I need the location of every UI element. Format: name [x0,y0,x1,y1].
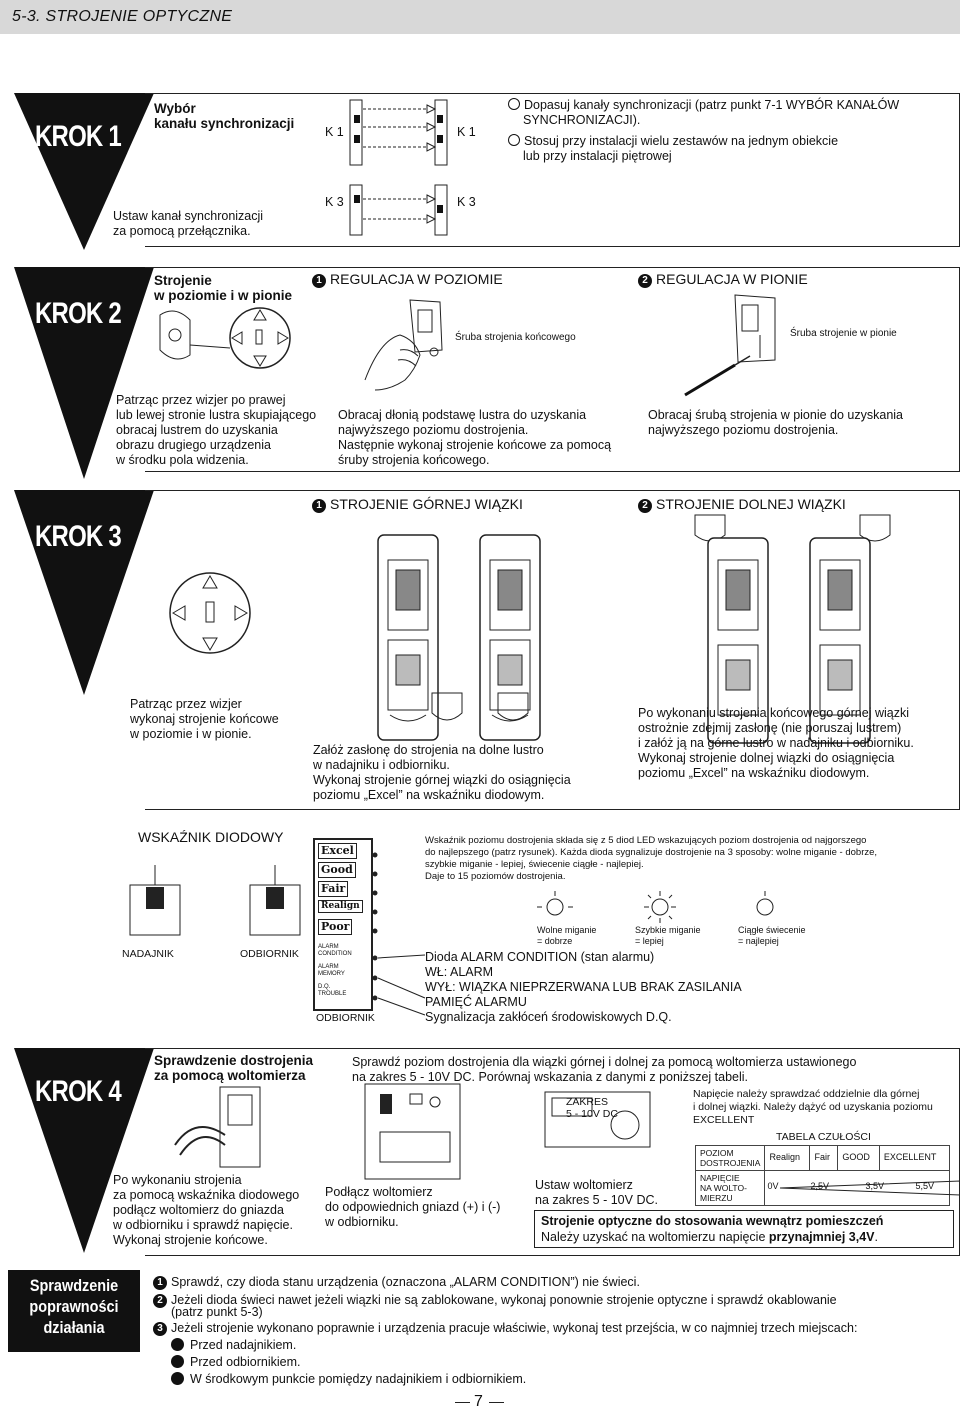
hand-mirror-drawing [364,299,443,391]
shutter-covers-drawing [431,692,529,721]
table-level-realign: Realign [764,1145,811,1171]
check-place-1: Przed nadajnikiem. [171,1338,871,1353]
lower-beam-units-drawing [694,514,891,744]
table-level-good: GOOD [837,1145,880,1171]
tx-rx-units-drawing [129,865,301,936]
k3-left-label: K 3 [325,195,344,209]
table-level-excellent: EXCELLENT [878,1145,951,1171]
k3-right-label: K 3 [457,195,476,209]
step4-intro: Sprawdź poziom dostrojenia dla wiązki gó… [352,1055,857,1084]
step2-mid-text: Obracaj dłonią podstawę lustra do uzyska… [338,408,612,467]
step4-label: KROK 4 [35,1075,122,1108]
led-level-good: Good [318,862,356,878]
led-level-fair: Fair [318,881,349,897]
receiver-label: ODBIORNIK [240,948,299,960]
step3-label: KROK 3 [35,520,122,553]
page-number: 7 [455,1392,510,1410]
blink-modes-drawing [537,891,774,923]
k1-right-label: K 1 [457,125,476,139]
bullet-dot-icon [171,1355,184,1368]
steady-label: Ciągłe świecenie = najlepiej [738,925,806,946]
table-title: TABELA CZUŁOŚCI [776,1131,871,1143]
step1-title: Wybór kanału synchronizacji [154,101,295,131]
check-place-2: Przed odbiornikiem. [171,1355,871,1370]
screwdriver-mirror-drawing [684,294,776,397]
table-level-fair: Fair [809,1145,839,1171]
step3-left-text: Patrząc przez wizjer wykonaj strojenie k… [130,697,279,741]
indoor-box: Strojenie optyczne do stosowania wewnątr… [534,1210,954,1248]
led-alarm-memory: ALARM MEMORY [318,964,345,977]
step2-left-text: Patrząc przez wizjer po prawej lub lewej… [116,393,317,467]
step1-note1: Dopasuj kanały synchronizacji (patrz pun… [508,98,948,128]
screw-h-label: Śruba strojenia końcowego [455,332,576,343]
step3-right-text: Po wykonaniu strojenia końcowego górnej … [638,706,914,780]
check-label-box: Sprawdzenie poprawności działania [8,1270,140,1352]
step2-label: KROK 2 [35,297,122,330]
indoor-text: Należy uzyskać na woltomierzu napięcie p… [541,1230,878,1244]
led-panel: Excel Good Fair Realign Poor ALARM CONDI… [313,838,373,1011]
voltmeter-drawing [544,1091,651,1148]
volt-0: 0V [767,1181,779,1191]
led-alarm-condition: ALARM CONDITION [318,944,352,957]
alarm-description: Dioda ALARM CONDITION (stan alarmu) WŁ: … [425,950,742,1024]
led-dots-drawing [372,852,426,1016]
step2-title: Strojenie w poziomie i w pionie [154,273,293,303]
transmitter-label: NADAJNIK [122,948,174,960]
upper-beam-units-drawing [377,534,541,741]
range-label: ZAKRES 5 - 10V DC [566,1096,618,1120]
step1-triangle [14,93,154,250]
voltage-wedge [780,1180,960,1196]
volt-2-5: 2,5V [810,1181,829,1191]
step4-mid-text: Podłącz woltomierz do odpowiednich gniaz… [325,1185,501,1229]
receiver-voltmeter-drawing [174,1086,261,1168]
led-title: WSKAŹNIK DIODOWY [138,829,284,845]
bullet-circle-icon [508,98,520,110]
led-level-poor: Poor [318,919,353,935]
step2-right-text: Obracaj śrubą strojenia w pionie do uzys… [648,408,903,437]
led-level-realign: Realign [318,900,363,914]
bullet-dot-icon [171,1372,184,1385]
indoor-title: Strojenie optyczne do stosowania wewnątr… [541,1214,884,1228]
receiver-label-2: ODBIORNIK [316,1012,375,1024]
mirror-view-drawing [159,307,291,369]
step3-mid-text: Załóż zasłonę do strojenia na dolne lust… [313,743,571,802]
slow-blink-label: Wolne miganie = dobrze [537,925,597,946]
check-label: Sprawdzenie poprawności działania [29,1276,119,1337]
viewfinder-circle-drawing [169,572,251,654]
voltage-scale: 0V 2,5V 3,5V 5,5V [764,1170,960,1206]
channel-switch-drawing [349,99,448,236]
step2-triangle [14,267,154,479]
receiver-terminals-drawing [364,1083,461,1180]
step4-triangle [14,1048,154,1253]
step4-left-text: Po wykonaniu strojenia za pomocą wskaźni… [113,1173,300,1247]
step4-set-text: Ustaw woltomierz na zakres 5 - 10V DC. [535,1178,658,1207]
step3-triangle [14,490,154,695]
step1-set-text: Ustaw kanał synchronizacji za pomocą prz… [113,209,264,238]
bullet-dot-icon [171,1338,184,1351]
step1-note2: Stosuj przy instalacji wielu zestawów na… [508,134,948,164]
check-place-3: W środkowym punkcie pomiędzy nadajnikiem… [171,1372,871,1387]
step4-title: Sprawdzenie dostrojenia za pomocą woltom… [154,1053,314,1083]
step1-label: KROK 1 [35,120,122,153]
fast-blink-label: Szybkie miganie = lepiej [635,925,701,946]
volt-5-5: 5,5V [915,1181,934,1191]
led-dq-trouble: D.Q. TROUBLE [318,984,347,997]
step4-note: Napięcie należy sprawdzać oddzielnie dla… [693,1088,933,1126]
led-level-excel: Excel [318,843,357,859]
volt-3-5: 3,5V [865,1181,884,1191]
section-title: 5-3. STROJENIE OPTYCZNE [12,8,233,25]
bullet-circle-icon [508,134,520,146]
section-header: 5-3. STROJENIE OPTYCZNE [0,0,960,34]
k1-left-label: K 1 [325,125,344,139]
led-description: Wskaźnik poziomu dostrojenia składa się … [425,835,878,882]
screw-v-label: Śruba strojenie w pionie [790,328,897,339]
